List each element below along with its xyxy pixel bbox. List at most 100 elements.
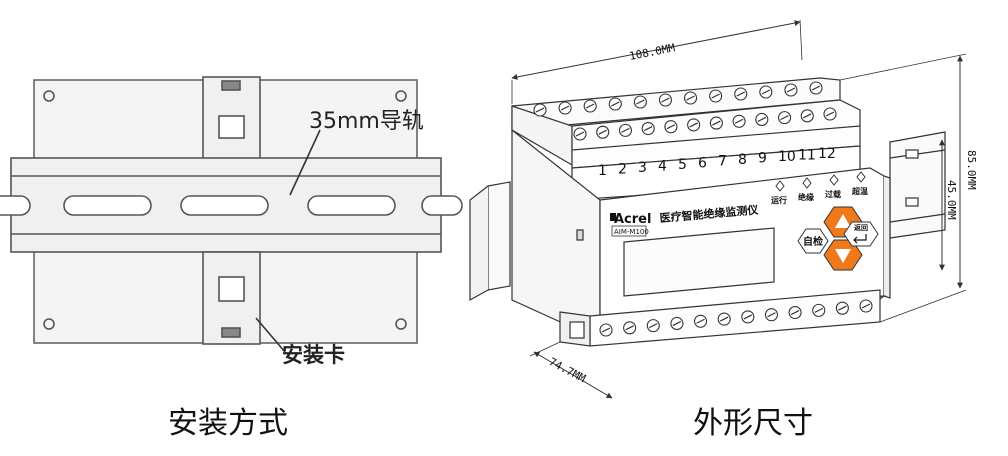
lcd-window [623, 227, 775, 297]
return-arrow-icon [853, 234, 867, 244]
rail-leader-line [289, 129, 321, 196]
up-arrow-icon [835, 214, 851, 228]
top-screw-terminal-slot [666, 124, 676, 130]
terminal-number: 7 [718, 154, 727, 170]
top-screw-terminal-slot [803, 113, 812, 119]
indicator-label: 超温 [851, 186, 868, 196]
self-check-button[interactable] [797, 228, 829, 254]
back-screw-terminal-slot [611, 101, 620, 107]
indicator-led-icon [829, 174, 839, 186]
dimension-depth: 74.7MM [547, 355, 589, 385]
back-screw-terminal-slot [535, 107, 545, 113]
top-screw-terminal-slot [575, 131, 585, 137]
self-check-label: 自检 [803, 235, 823, 248]
indicator-led-icon [775, 180, 785, 192]
terminal-number: 5 [678, 157, 687, 173]
screw-hole [395, 90, 407, 102]
dimension-lines [511, 19, 967, 399]
clip-upper-slot [221, 80, 241, 91]
rail-slot [307, 195, 396, 216]
rail-behind-right [889, 131, 946, 239]
clip-lower-slot [221, 327, 241, 338]
terminals-top [573, 107, 837, 141]
back-screw-terminal-slot [686, 95, 695, 101]
rail-slot [421, 195, 463, 216]
clip-label: 安装卡 [282, 343, 345, 367]
terminal-number: 1 [598, 163, 607, 179]
top-screw-terminal-slot [598, 129, 607, 135]
back-screw-terminal-slot [761, 89, 771, 95]
bottom-screw-terminal-slot [814, 307, 823, 313]
terminal-number: 11 [798, 148, 816, 164]
bottom-screw-terminal-slot [861, 303, 871, 309]
rail-slot [63, 195, 152, 216]
rail-slot [0, 195, 31, 216]
bottom-screw-terminal-slot [672, 320, 682, 326]
bottom-screw-terminal-slot [838, 305, 847, 311]
clip-leader-line [255, 317, 286, 353]
top-screw-terminal-slot [757, 116, 767, 122]
top-screw-terminal-slot [780, 115, 789, 121]
screw-hole [43, 90, 55, 102]
terminals-bottom [599, 299, 873, 337]
clip-upper-window [218, 115, 245, 139]
terminal-number: 12 [818, 146, 836, 162]
top-screw-terminal-slot [621, 127, 630, 133]
top-screw-terminal-slot [689, 122, 698, 128]
terminal-number: 3 [638, 160, 647, 176]
bottom-screw-terminal-slot [625, 325, 634, 331]
back-screw-terminal-slot [636, 99, 645, 105]
screw-hole [395, 318, 407, 330]
indicator-label: 过载 [825, 189, 841, 199]
back-screw-terminal-slot [786, 87, 796, 93]
dimension-inner-height: 45.0MM [945, 180, 958, 220]
terminal-number: 2 [618, 161, 627, 177]
bottom-screw-terminal-slot [790, 310, 800, 316]
terminal-number: 6 [698, 155, 707, 171]
bottom-screw-terminal-slot [719, 316, 729, 322]
back-screw-terminal-slot [811, 85, 821, 91]
dimension-width: 108.0MM [628, 41, 676, 63]
bottom-screw-terminal-slot [767, 312, 776, 318]
top-screw-terminal-slot [712, 120, 721, 126]
indicator-label: 绝缘 [798, 192, 814, 202]
terminal-number: 8 [738, 152, 747, 168]
indicator-leds: 运行 绝缘 过载超温 [771, 171, 868, 205]
top-screw-terminal-slot [734, 118, 744, 124]
terminals-back-row [533, 81, 823, 117]
terminal-number: 9 [758, 151, 767, 167]
bottom-screw-terminal-slot [696, 318, 705, 324]
brand-logo: Acrel [614, 212, 651, 227]
model-badge [611, 225, 647, 237]
return-button[interactable] [843, 221, 879, 247]
back-screw-terminal-slot [661, 97, 670, 103]
bottom-screw-terminal-slot [649, 323, 658, 329]
mounting-diagram [0, 76, 463, 353]
mounting-caption: 安装方式 [168, 406, 288, 441]
down-arrow-icon [835, 249, 851, 263]
indicator-label: 运行 [771, 195, 787, 205]
terminal-number: 4 [658, 158, 667, 174]
back-screw-terminal-slot [585, 103, 595, 109]
top-screw-terminal-slot [643, 126, 653, 132]
top-screw-terminal-slot [825, 111, 835, 117]
dimensions-caption: 外形尺寸 [693, 406, 813, 441]
back-screw-terminal-slot [711, 93, 720, 99]
terminal-number: 10 [778, 149, 796, 165]
dimension-height: 85.0MM [965, 150, 978, 190]
clip-lower-window [218, 276, 245, 302]
bottom-screw-terminal-slot [743, 314, 753, 320]
screw-hole [43, 318, 55, 330]
model-label: AIM-M100 [614, 228, 649, 236]
indicator-led-icon [856, 171, 866, 183]
rail-behind [487, 181, 511, 291]
back-screw-terminal-slot [560, 105, 570, 111]
indicator-led-icon [802, 177, 812, 189]
rail-label: 35mm导轨 [309, 109, 424, 134]
return-label: 返回 [854, 223, 868, 232]
bottom-screw-terminal-slot [601, 327, 611, 333]
rail-slot [180, 195, 269, 216]
back-screw-terminal-slot [736, 91, 745, 97]
